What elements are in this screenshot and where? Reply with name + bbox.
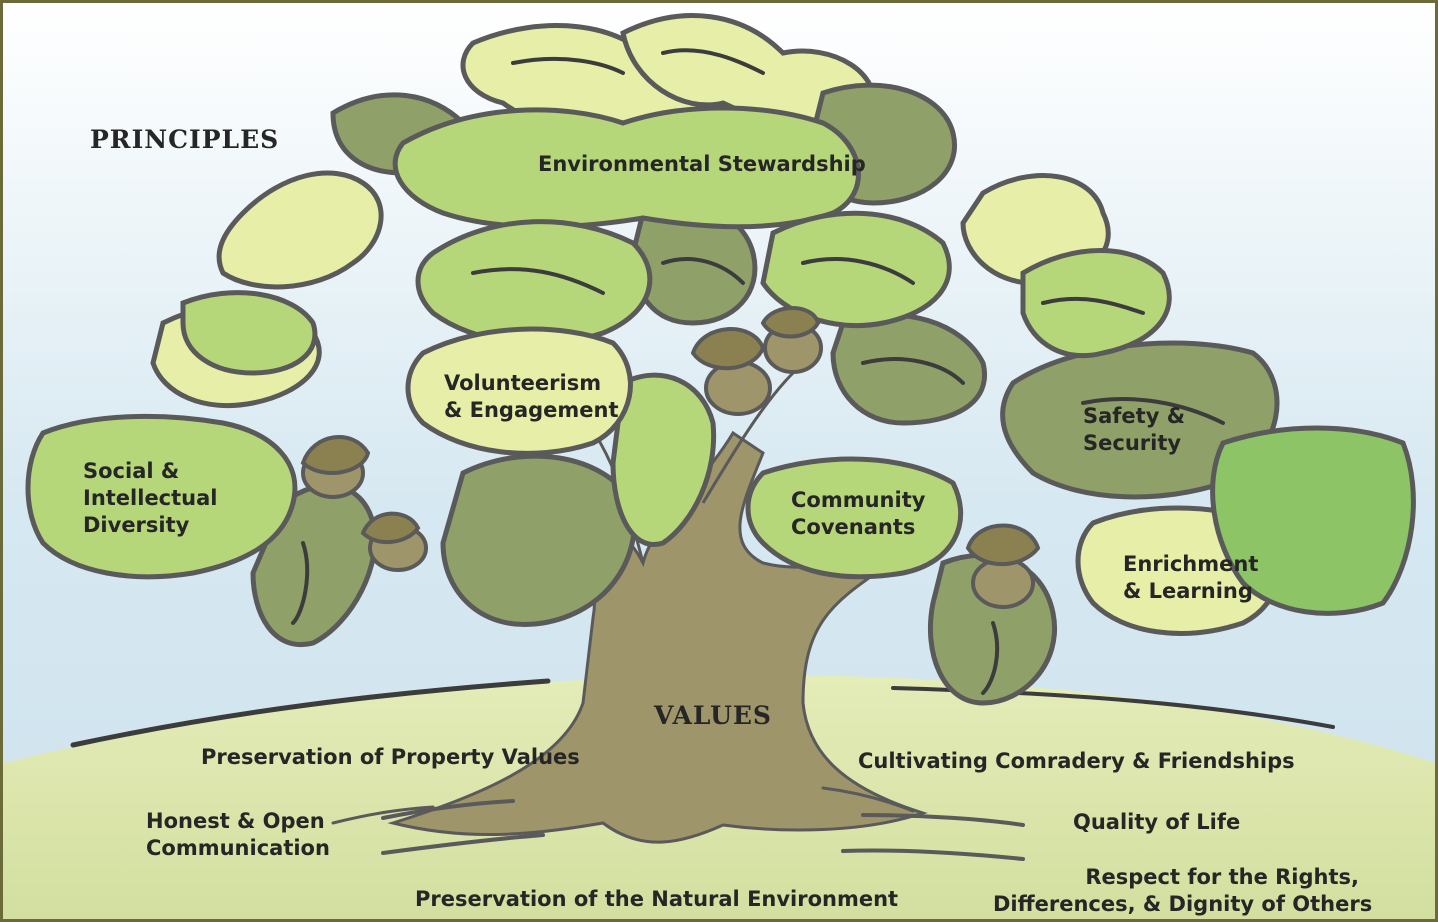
oak-tree-illustration	[3, 3, 1435, 919]
branch	[701, 371, 795, 504]
leaf	[392, 105, 861, 230]
principles-heading: PRINCIPLES	[90, 125, 280, 154]
value-honest-open-communication: Honest & Open Communication	[146, 809, 330, 860]
acorn-cap	[965, 523, 1041, 567]
acorn	[704, 360, 772, 416]
principle-enrichment-learning: Enrichment & Learning	[1123, 552, 1259, 603]
principle-social-intellectual-diversity: Social & Intellectual Diversity	[83, 459, 218, 537]
leaf-vein	[291, 541, 310, 625]
principle-community-covenants: Community Covenants	[791, 488, 926, 539]
root	[841, 848, 1025, 861]
values-heading: VALUES	[654, 701, 772, 730]
leaf-vein	[861, 357, 965, 385]
value-cultivating-comradery: Cultivating Comradery & Friendships	[858, 749, 1295, 773]
leaf-vein	[511, 56, 625, 75]
value-respect-rights-dignity: Respect for the Rights, Differences, & D…	[993, 865, 1373, 916]
acorn	[971, 557, 1035, 609]
horizon-line-left	[70, 678, 551, 748]
leaf	[180, 290, 318, 376]
leaf	[216, 170, 384, 290]
value-preservation-natural-environment: Preservation of the Natural Environment	[415, 887, 899, 911]
leaf	[745, 456, 964, 580]
leaf	[25, 413, 298, 580]
leaf-vein	[801, 257, 915, 285]
acorn-cap	[300, 435, 371, 476]
leaf	[405, 326, 633, 456]
root	[331, 805, 435, 825]
principle-safety-security: Safety & Security	[1083, 404, 1186, 455]
root	[381, 833, 545, 855]
root	[381, 799, 515, 820]
acorn-cap	[760, 306, 821, 339]
root	[861, 813, 1025, 827]
leaf-vein	[1041, 296, 1145, 315]
leaf-vein	[1081, 397, 1225, 425]
principle-environmental-stewardship: Environmental Stewardship	[538, 152, 866, 176]
leaf	[1020, 248, 1172, 359]
leaf-vein	[661, 257, 745, 285]
leaf-vein	[661, 48, 765, 75]
value-preservation-property-values: Preservation of Property Values	[201, 745, 580, 769]
leaf	[830, 312, 987, 426]
leaf	[610, 372, 717, 547]
leaf	[415, 219, 653, 346]
leaf-vein	[471, 267, 605, 295]
acorn-cap	[360, 511, 421, 545]
leaf	[1210, 425, 1416, 616]
value-quality-of-life: Quality of Life	[1073, 810, 1241, 834]
root	[821, 786, 915, 813]
acorn-cap	[690, 327, 766, 371]
acorn-cluster	[300, 306, 1041, 609]
principle-volunteerism-engagement: Volunteerism & Engagement	[444, 371, 619, 422]
leaf	[440, 453, 637, 627]
leaf-vein	[981, 621, 1000, 695]
